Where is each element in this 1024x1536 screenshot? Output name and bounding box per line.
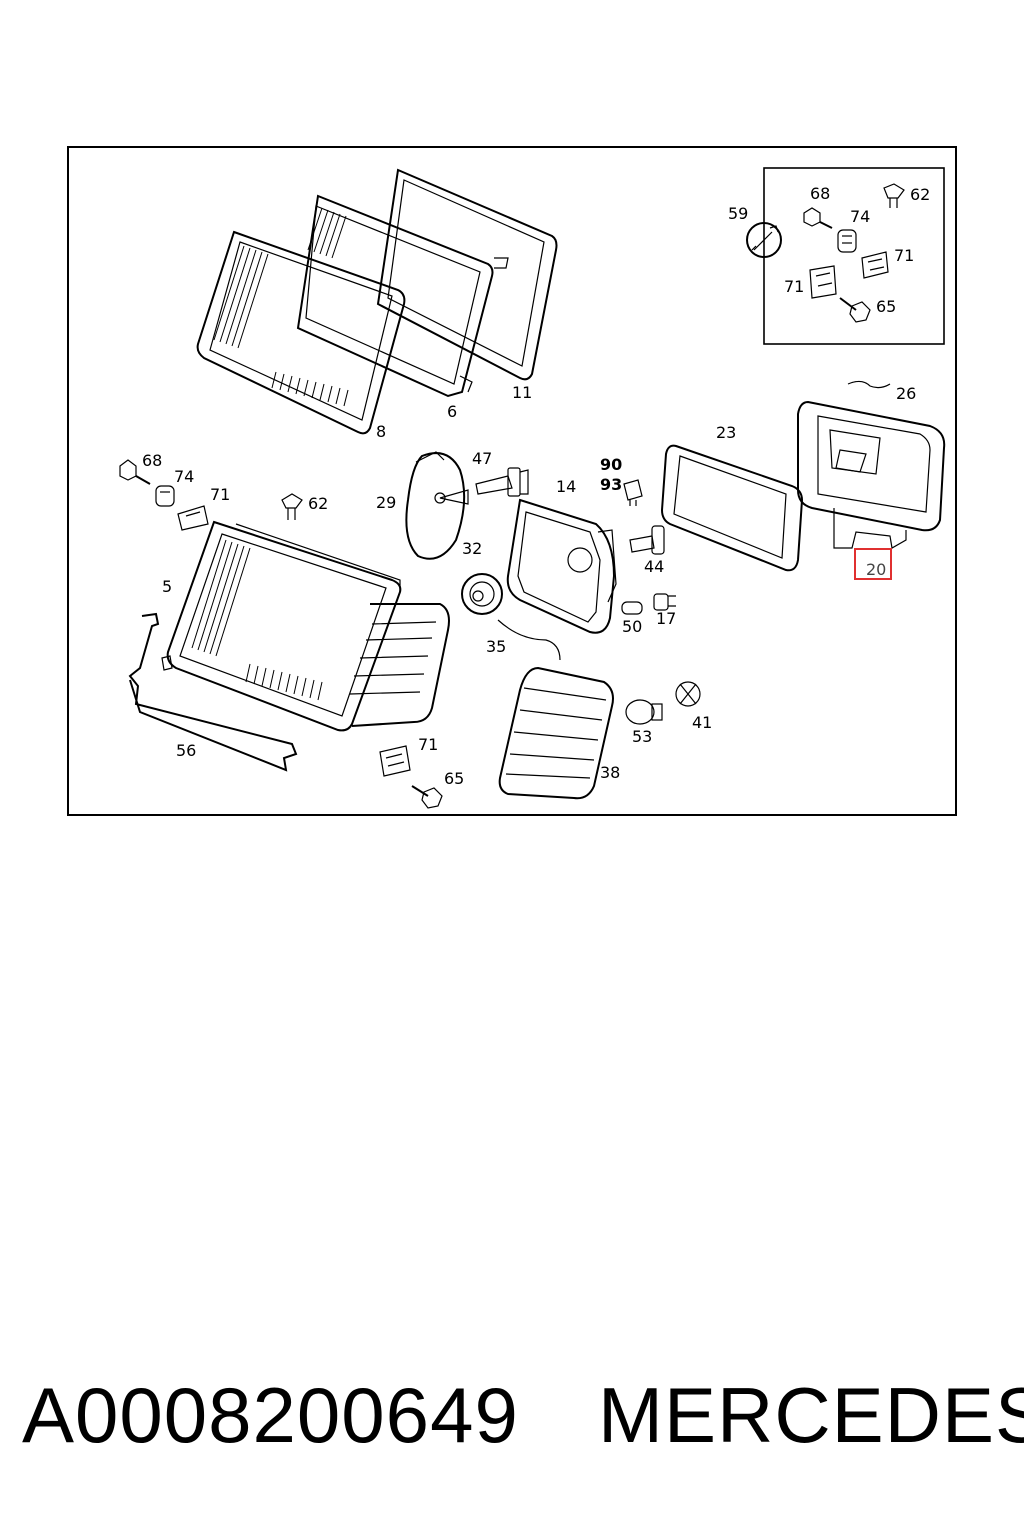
callout-65: 65 <box>444 769 464 788</box>
callout-74: 74 <box>174 467 194 486</box>
headlamp-frame-11 <box>376 168 558 381</box>
wire-35 <box>497 619 561 661</box>
wrench-icon <box>746 222 782 258</box>
headlamp-housing-20 <box>797 380 946 549</box>
callout-71: 71 <box>894 246 914 265</box>
callout-71: 71 <box>210 485 230 504</box>
callout-71: 71 <box>418 735 438 754</box>
part-number: A0008200649 <box>22 1371 519 1459</box>
callout-8: 8 <box>376 422 386 441</box>
reflector-14 <box>506 498 617 634</box>
callout-38: 38 <box>600 763 620 782</box>
callout-56: 56 <box>176 741 196 760</box>
callout-62: 62 <box>910 185 930 204</box>
gasket-23 <box>660 444 804 572</box>
screw-icon <box>839 297 871 323</box>
dust-cap-29 <box>405 451 469 560</box>
callout-68: 68 <box>810 184 830 203</box>
callout-47: 47 <box>472 449 492 468</box>
fastener-kit-inset <box>746 167 945 345</box>
left-fasteners <box>119 459 303 531</box>
brand-name: MERCEDES <box>598 1371 1024 1459</box>
speed-nut-icon-bottom <box>379 745 411 777</box>
callout-62: 62 <box>308 494 328 513</box>
callout-65: 65 <box>876 297 896 316</box>
callout-59: 59 <box>728 204 748 223</box>
callout-90: 90 <box>600 455 622 474</box>
speed-nut-icon <box>861 251 889 279</box>
callout-5: 5 <box>162 577 172 596</box>
bolt-icon-left <box>119 459 151 485</box>
callout-41: 41 <box>692 713 712 732</box>
callout-35: 35 <box>486 637 506 656</box>
bulb-47 <box>475 467 529 497</box>
callout-20: 20 <box>866 560 886 579</box>
headlamp-lens-8 <box>196 230 406 435</box>
callout-26: 26 <box>896 384 916 403</box>
parts-diagram: 59 68 74 62 71 71 65 26 11 6 8 23 20 68 … <box>67 146 957 816</box>
callouts: 59 68 74 62 71 71 65 26 11 6 8 23 20 68 … <box>142 184 930 788</box>
speed-nut-icon-2 <box>809 265 837 299</box>
bolt-icon <box>803 207 833 229</box>
callout-71: 71 <box>784 277 804 296</box>
grommet-icon-left <box>155 485 175 507</box>
socket-32 <box>461 573 503 615</box>
speed-nut-icon-left <box>177 505 209 531</box>
callout-23: 23 <box>716 423 736 442</box>
callout-53: 53 <box>632 727 652 746</box>
diagram-frame <box>67 146 957 816</box>
connector-90-93 <box>623 479 643 506</box>
screw-icon-bottom <box>411 785 443 809</box>
clip-icon-left <box>281 493 303 520</box>
socket-41 <box>675 681 701 707</box>
callout-44: 44 <box>644 557 664 576</box>
callout-6: 6 <box>447 402 457 421</box>
headlamp-unit-5 <box>166 520 450 732</box>
bracket-56 <box>128 612 298 772</box>
callout-68: 68 <box>142 451 162 470</box>
callout-74: 74 <box>850 207 870 226</box>
gasket-6 <box>296 194 494 398</box>
callout-93: 93 <box>600 475 622 494</box>
callout-50: 50 <box>622 617 642 636</box>
caption: A0008200649 MERCEDES <box>22 1370 1024 1470</box>
callout-32: 32 <box>462 539 482 558</box>
highlight-box <box>854 548 892 580</box>
callout-11: 11 <box>512 383 532 402</box>
clip-icon <box>883 183 905 208</box>
bulb-44 <box>629 525 665 555</box>
callout-14: 14 <box>556 477 576 496</box>
socket-17 <box>653 593 676 611</box>
callout-17: 17 <box>656 609 676 628</box>
callout-29: 29 <box>376 493 396 512</box>
bulb-53 <box>625 699 663 725</box>
grommet-icon <box>837 229 857 253</box>
bulb-50 <box>621 601 643 615</box>
turn-signal-38 <box>498 666 614 800</box>
